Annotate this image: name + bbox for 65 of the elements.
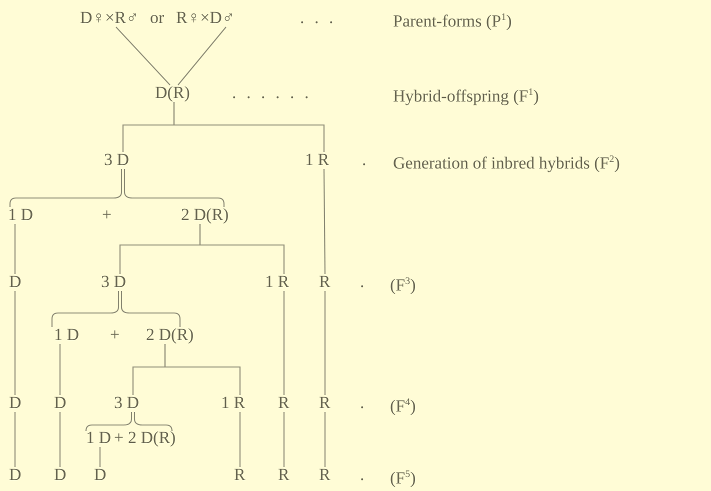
- genotype-term: 1 R: [305, 150, 330, 170]
- row-heading: Hybrid-offspring (F$^{1}$): [393, 86, 539, 107]
- descent-line: [99, 447, 101, 467]
- genotype-term: 1 D: [8, 205, 34, 225]
- genotype-term: 3 D: [104, 150, 130, 170]
- descent-line: [324, 291, 326, 395]
- genotype-term: 1 R: [265, 272, 290, 292]
- genotype-term: 3 D: [114, 393, 140, 413]
- genotype-term: R: [234, 465, 246, 485]
- genotype-term: R: [319, 465, 330, 485]
- descent-line: [14, 224, 16, 274]
- descent-line: [324, 412, 326, 467]
- descent-line: [283, 412, 285, 467]
- descent-line: [14, 412, 16, 467]
- genotype-term: D: [9, 393, 22, 413]
- genotype-term: R♀×D♂: [176, 8, 235, 28]
- leader-dot: .: [360, 272, 364, 292]
- descent-line: [9, 169, 122, 207]
- genotype-term: 2 D(R): [181, 205, 229, 225]
- genotype-term: D♀×R♂: [80, 8, 139, 28]
- leader-dot: .: [360, 393, 364, 413]
- row-heading: Generation of inbred hybrids (F$^{2}$): [393, 152, 620, 174]
- descent-line: [173, 102, 325, 152]
- genotype-term: 1 D: [86, 428, 112, 448]
- descent-line: [120, 291, 181, 327]
- genotype-term: D(R): [155, 83, 190, 103]
- plus-sign: +: [102, 205, 112, 225]
- leader-dots: . . . . . .: [232, 83, 312, 103]
- descent-line: [164, 344, 241, 395]
- row-heading: Parent-forms (P$^{1}$): [393, 10, 512, 32]
- descent-line: [283, 291, 285, 395]
- genotype-term: 2 D(R): [146, 325, 194, 345]
- genotype-term: 1 R: [221, 393, 246, 413]
- genotype-term: D: [9, 465, 22, 485]
- genotype-term: R: [278, 393, 290, 413]
- genotype-term: R: [319, 393, 330, 413]
- leader-dot: .: [362, 150, 366, 170]
- generation-label: (F$^{3}$): [390, 274, 416, 296]
- descent-line: [59, 412, 61, 467]
- descent-line: [51, 291, 120, 327]
- descent-line: [59, 344, 61, 395]
- leader-dots: . . .: [300, 8, 336, 28]
- descent-line: [323, 169, 326, 274]
- genotype-term: R: [319, 272, 330, 292]
- genotype-term: D: [9, 272, 22, 292]
- descent-line: [239, 412, 241, 467]
- generation-label: (F$^{4}$): [390, 396, 416, 417]
- descent-line: [85, 412, 132, 432]
- descent-line: [134, 412, 173, 432]
- descent-line: [199, 224, 285, 274]
- leader-dot: .: [360, 465, 364, 485]
- genotype-term: 1 D: [54, 325, 80, 345]
- descent-line: [116, 26, 170, 86]
- genotype-term: 3 D: [101, 272, 126, 292]
- plus-sign: +: [110, 325, 120, 345]
- generation-label: (F$^{5}$): [390, 468, 416, 489]
- plus-sign: +: [114, 428, 124, 448]
- genotype-term: D: [54, 465, 66, 485]
- connector-word: or: [150, 8, 164, 28]
- genotype-term: R: [278, 465, 290, 485]
- descent-line: [14, 291, 16, 395]
- genotype-term: 2 D(R): [128, 428, 176, 448]
- descent-line: [178, 26, 226, 86]
- genotype-term: D: [94, 465, 106, 485]
- genotype-term: D: [54, 393, 66, 413]
